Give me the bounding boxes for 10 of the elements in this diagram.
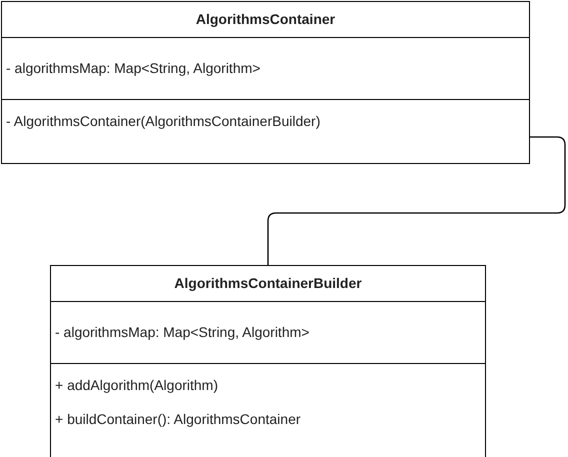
method-text: - AlgorithmsContainer(AlgorithmsContainerBuilder)	[6, 113, 320, 129]
connector-line	[267, 136, 566, 265]
attribute-text: - algorithmsMap: Map<String, Algorithm>	[6, 59, 260, 78]
class-box	[1, 1, 530, 164]
class-name: AlgorithmsContainer	[196, 10, 336, 29]
class-name: AlgorithmsContainerBuilder	[174, 274, 362, 293]
attribute-text: - algorithmsMap: Map<String, Algorithm>	[55, 323, 310, 342]
method-text: + buildContainer(): AlgorithmsContainer	[55, 411, 301, 427]
class-box	[50, 265, 486, 457]
method-text: + addAlgorithm(Algorithm)	[55, 377, 218, 393]
